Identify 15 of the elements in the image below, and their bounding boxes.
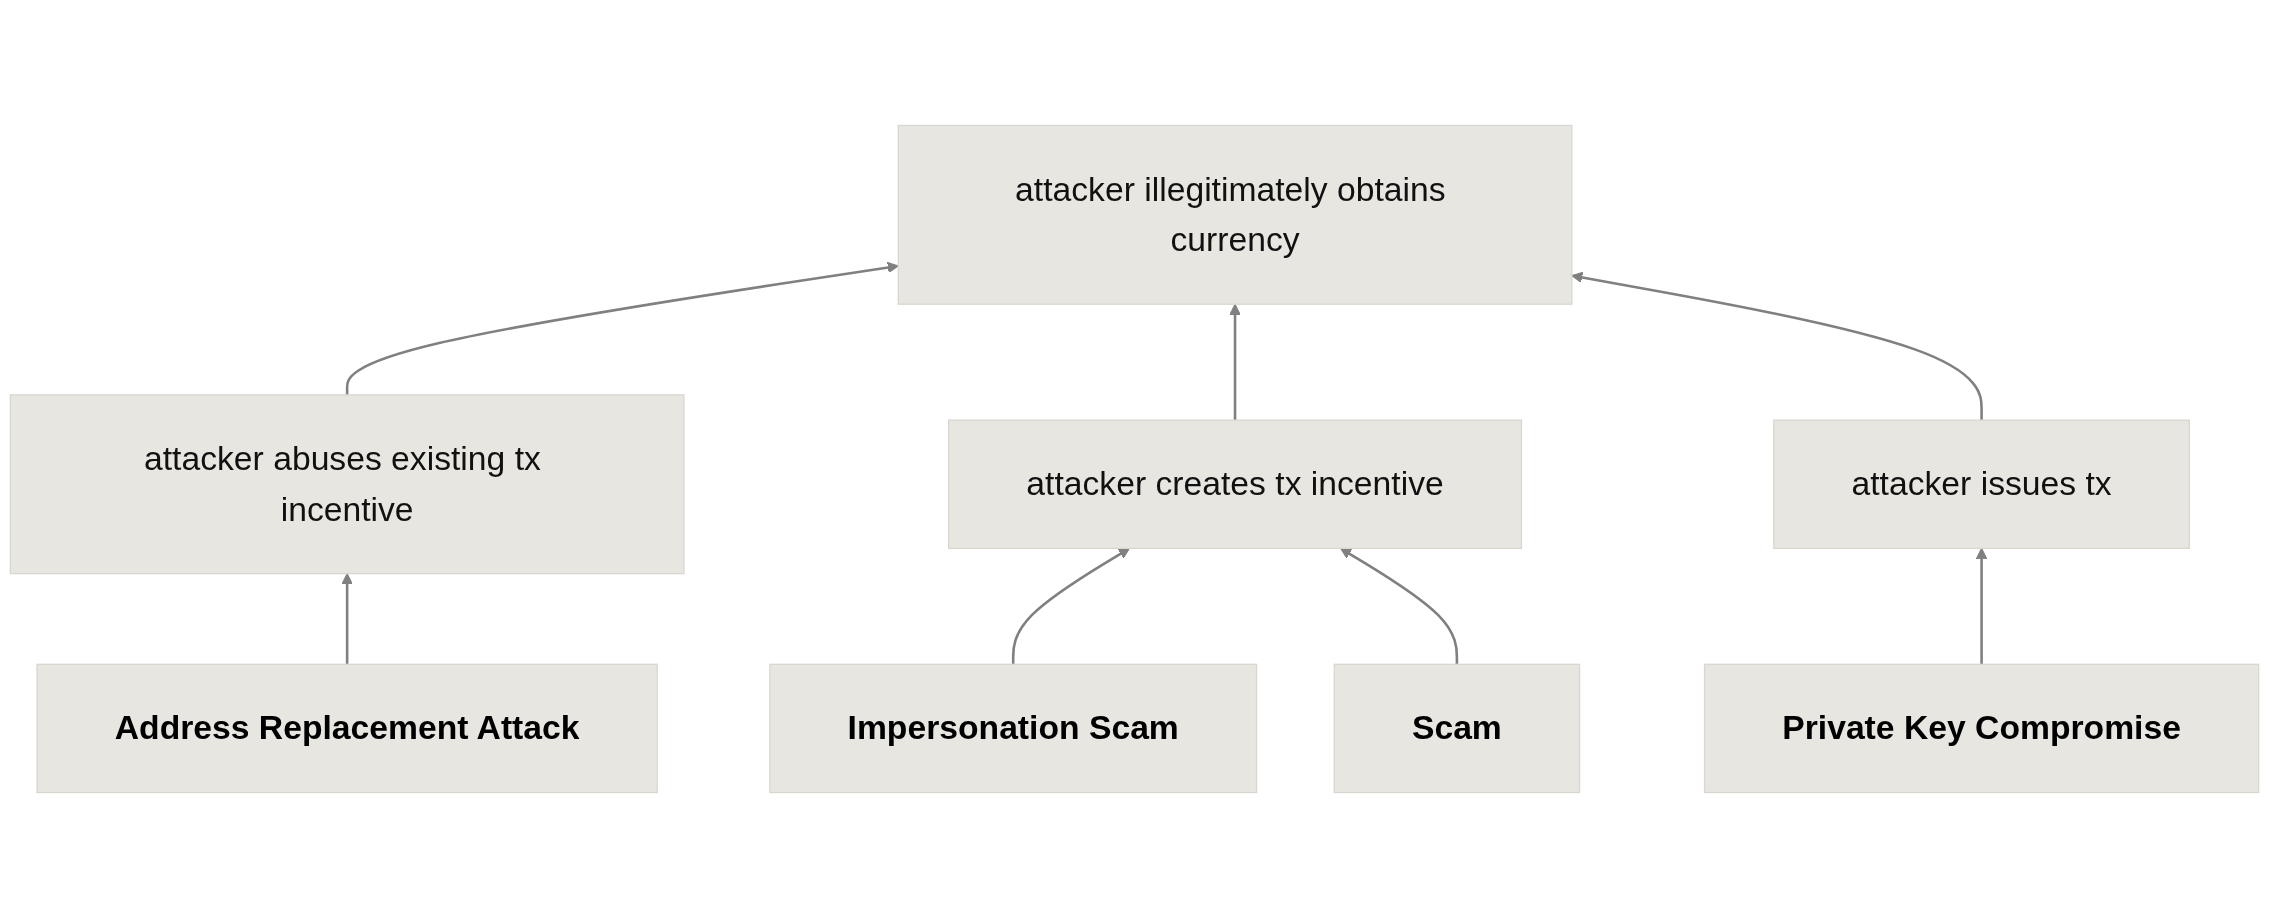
node-box: attacker illegitimately obtains currency xyxy=(897,124,1573,305)
node-box: attacker issues tx xyxy=(1773,419,2191,549)
node-box: attacker creates tx incentive xyxy=(947,419,1523,549)
arrow xyxy=(1571,271,1983,421)
node-box: attacker abuses existing tx incentive xyxy=(9,394,685,575)
arrow xyxy=(1229,303,1241,421)
arrow xyxy=(341,573,353,665)
arrow xyxy=(1011,547,1130,665)
node-box: Impersonation Scam xyxy=(769,663,1258,794)
arrow xyxy=(1975,547,1988,665)
arrow xyxy=(1340,547,1459,665)
arrow xyxy=(345,261,899,395)
node-box: Address Replacement Attack xyxy=(36,663,658,794)
node-box: Scam xyxy=(1333,663,1581,794)
node-box: Private Key Compromise xyxy=(1703,663,2260,794)
